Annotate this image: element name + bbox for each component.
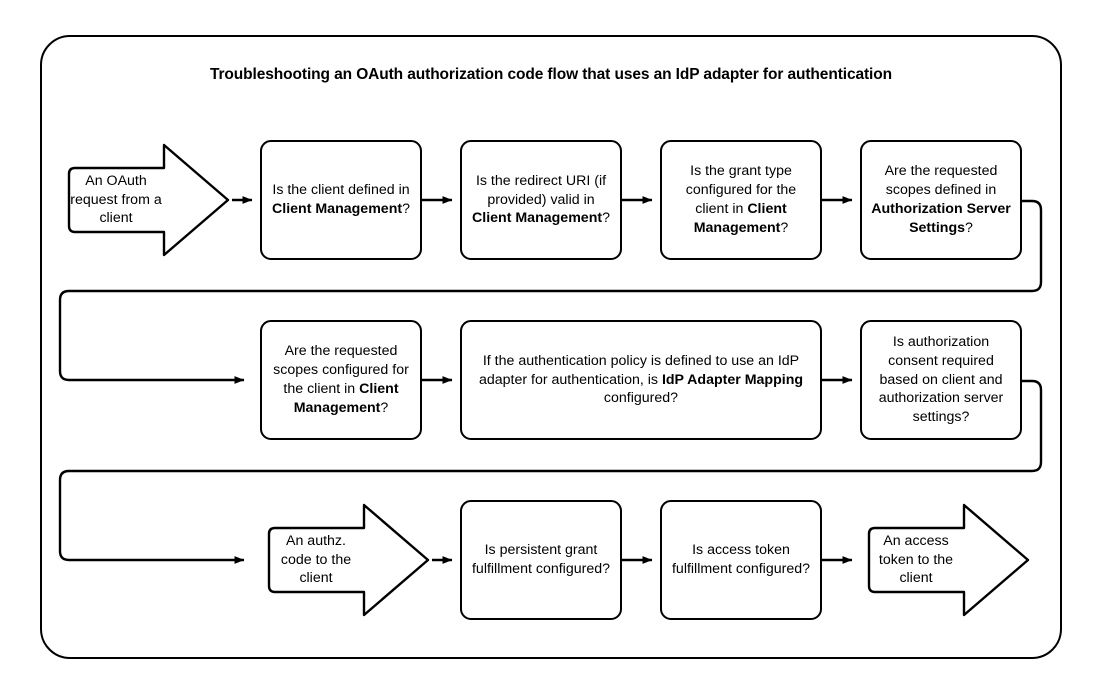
node-idp-adapter-mapping[interactable]: If the authentication policy is defined … (460, 320, 822, 440)
node-access-token-fulfillment[interactable]: Is access token fulfillment configured? (660, 500, 822, 620)
terminal-start-label: An OAuth request from a client (70, 172, 162, 227)
node-is-redirect-uri-valid[interactable]: Is the redirect URI (if provided) valid … (460, 140, 622, 260)
node-are-scopes-defined[interactable]: Are the requested scopes defined in Auth… (860, 140, 1022, 260)
terminal-start-oauth-request: An OAuth request from a client (60, 140, 232, 260)
terminal-end-access-token: An access token to the client (860, 500, 1032, 620)
node-is-grant-type-configured[interactable]: Is the grant type configured for the cli… (660, 140, 822, 260)
node-is-consent-required[interactable]: Is authorization consent required based … (860, 320, 1022, 440)
node-is-client-defined[interactable]: Is the client defined in Client Manageme… (260, 140, 422, 260)
diagram-outer-frame (40, 35, 1062, 659)
terminal-authz-label: An authz. code to the client (280, 532, 352, 587)
node-persistent-grant-fulfillment[interactable]: Is persistent grant fulfillment configur… (460, 500, 622, 620)
connector-r1c4-to-r2c1 (58, 199, 1043, 384)
node-are-scopes-configured[interactable]: Are the requested scopes configured for … (260, 320, 422, 440)
connector-r2c3-to-authz-terminal (58, 379, 1043, 564)
terminal-end-label: An access token to the client (878, 532, 954, 587)
terminal-authz-code-to-client: An authz. code to the client (260, 500, 432, 620)
diagram-title: Troubleshooting an OAuth authorization c… (209, 66, 893, 83)
